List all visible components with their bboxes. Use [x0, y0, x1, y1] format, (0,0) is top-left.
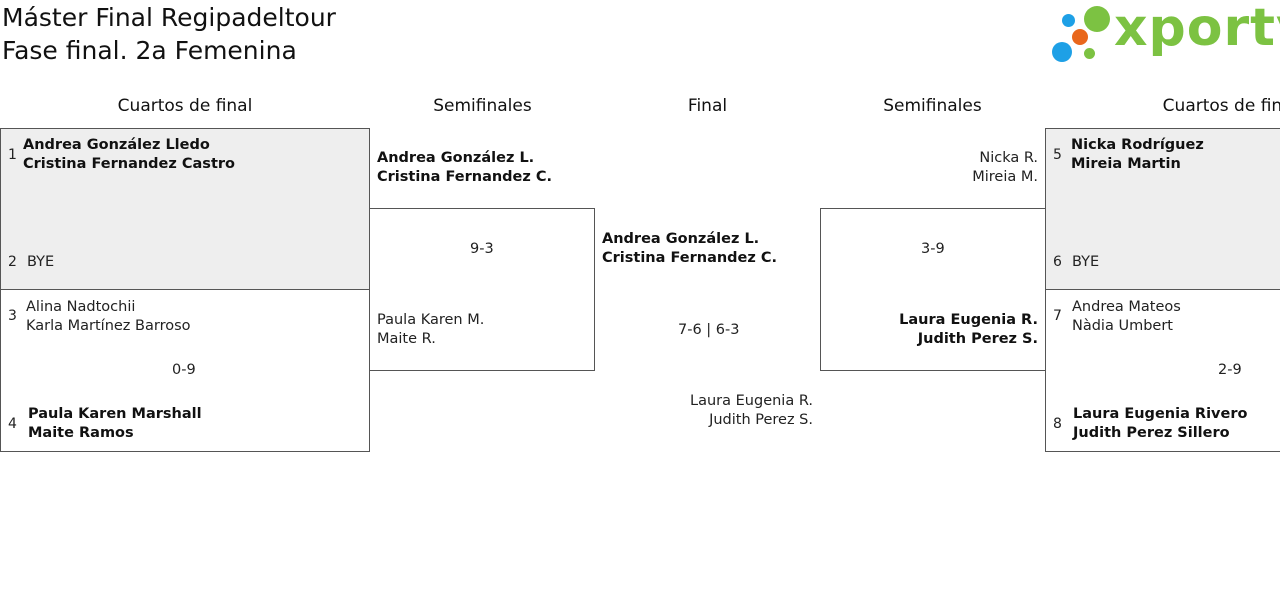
player-name: Andrea González L. — [377, 150, 535, 166]
left-semi-team-a[interactable]: Andrea González L. Cristina Fernandez C. — [377, 149, 552, 187]
round-heading-right-quarters: Cuartos de final — [1162, 96, 1280, 116]
player-name: Cristina Fernandez Castro — [23, 156, 235, 172]
logo-dot-orange — [1072, 29, 1088, 45]
team-names[interactable]: Nicka Rodríguez Mireia Martin — [1071, 136, 1204, 174]
round-heading-left-quarters: Cuartos de final — [117, 96, 253, 116]
player-name: Cristina Fernandez C. — [377, 169, 553, 185]
player-name: Mireia M. — [972, 169, 1038, 185]
match-score: 9-3 — [470, 241, 494, 257]
player-name: Paula Karen Marshall — [28, 406, 202, 422]
match-score: 0-9 — [172, 362, 196, 378]
team-names[interactable]: Paula Karen Marshall Maite Ramos — [28, 405, 202, 443]
player-name: Maite R. — [377, 331, 436, 347]
final-team-a[interactable]: Andrea González L. Cristina Fernandez C. — [602, 230, 777, 268]
final-team-b[interactable]: Laura Eugenia R. Judith Perez S. — [690, 392, 813, 430]
left-semi-team-b[interactable]: Paula Karen M. Maite R. — [377, 311, 484, 349]
player-name: Nicka R. — [979, 150, 1038, 166]
match-score: 3-9 — [921, 241, 945, 257]
right-quarter-match-1[interactable]: 5 Nicka Rodríguez Mireia Martin 6 BYE — [1045, 128, 1280, 290]
left-semi-match[interactable]: 9-3 Paula Karen M. Maite R. — [369, 208, 595, 371]
player-name: Laura Eugenia R. — [690, 393, 813, 409]
page-title: Máster Final Regipadeltour — [2, 3, 336, 32]
seed-number: 5 — [1053, 147, 1062, 163]
seed-number: 3 — [8, 308, 17, 324]
team-names[interactable]: Andrea González Lledo Cristina Fernandez… — [23, 136, 235, 174]
team-names[interactable]: Alina Nadtochii Karla Martínez Barroso — [26, 298, 191, 336]
seed-number: 2 — [8, 254, 17, 270]
seed-number: 6 — [1053, 254, 1062, 270]
left-quarter-match-1[interactable]: 1 Andrea González Lledo Cristina Fernand… — [0, 128, 370, 290]
player-name: Laura Eugenia R. — [899, 312, 1038, 328]
team-names[interactable]: Andrea Mateos Nàdia Umbert — [1072, 298, 1181, 336]
player-name: Mireia Martin — [1071, 156, 1181, 172]
final-score: 7-6 | 6-3 — [678, 322, 740, 338]
player-name: Judith Perez Sillero — [1073, 425, 1230, 441]
team-names[interactable]: BYE — [1072, 253, 1099, 272]
team-names[interactable]: BYE — [27, 253, 54, 272]
seed-number: 8 — [1053, 416, 1062, 432]
bye-label: BYE — [27, 254, 55, 270]
seed-number: 4 — [8, 416, 17, 432]
logo-dot-blue-large — [1052, 42, 1072, 62]
right-semi-match[interactable]: 3-9 Laura Eugenia R. Judith Perez S. — [820, 208, 1046, 371]
bye-label: BYE — [1072, 254, 1100, 270]
xporty-logo[interactable]: xporty — [1050, 0, 1280, 68]
player-name: Alina Nadtochii — [26, 299, 136, 315]
left-quarter-match-2[interactable]: 3 Alina Nadtochii Karla Martínez Barroso… — [0, 289, 370, 452]
seed-number: 1 — [8, 147, 17, 163]
logo-dot-green — [1084, 6, 1110, 32]
round-heading-right-semis: Semifinales — [883, 96, 982, 116]
player-name: Cristina Fernandez C. — [602, 250, 778, 266]
round-heading-left-semis: Semifinales — [433, 96, 532, 116]
player-name: Laura Eugenia Rivero — [1073, 406, 1248, 422]
right-semi-team-b[interactable]: Laura Eugenia R. Judith Perez S. — [899, 311, 1038, 349]
player-name: Karla Martínez Barroso — [26, 318, 191, 334]
logo-text: xporty — [1114, 0, 1280, 58]
logo-dot-blue — [1062, 14, 1075, 27]
player-name: Nàdia Umbert — [1072, 318, 1173, 334]
match-score: 2-9 — [1218, 362, 1242, 378]
right-semi-team-a[interactable]: Nicka R. Mireia M. — [972, 149, 1038, 187]
player-name: Andrea Mateos — [1072, 299, 1181, 315]
player-name: Nicka Rodríguez — [1071, 137, 1204, 153]
team-names[interactable]: Laura Eugenia Rivero Judith Perez Siller… — [1073, 405, 1247, 443]
right-quarter-match-2[interactable]: 7 Andrea Mateos Nàdia Umbert 2-9 8 Laura… — [1045, 289, 1280, 452]
player-name: Maite Ramos — [28, 425, 134, 441]
player-name: Andrea González L. — [602, 231, 760, 247]
player-name: Andrea González Lledo — [23, 137, 210, 153]
player-name: Judith Perez S. — [917, 331, 1038, 347]
round-heading-final: Final — [687, 96, 728, 116]
seed-number: 7 — [1053, 308, 1062, 324]
player-name: Judith Perez S. — [709, 412, 813, 428]
logo-dot-green-small — [1084, 48, 1095, 59]
player-name: Paula Karen M. — [377, 312, 485, 328]
page-subtitle: Fase final. 2a Femenina — [2, 36, 297, 65]
